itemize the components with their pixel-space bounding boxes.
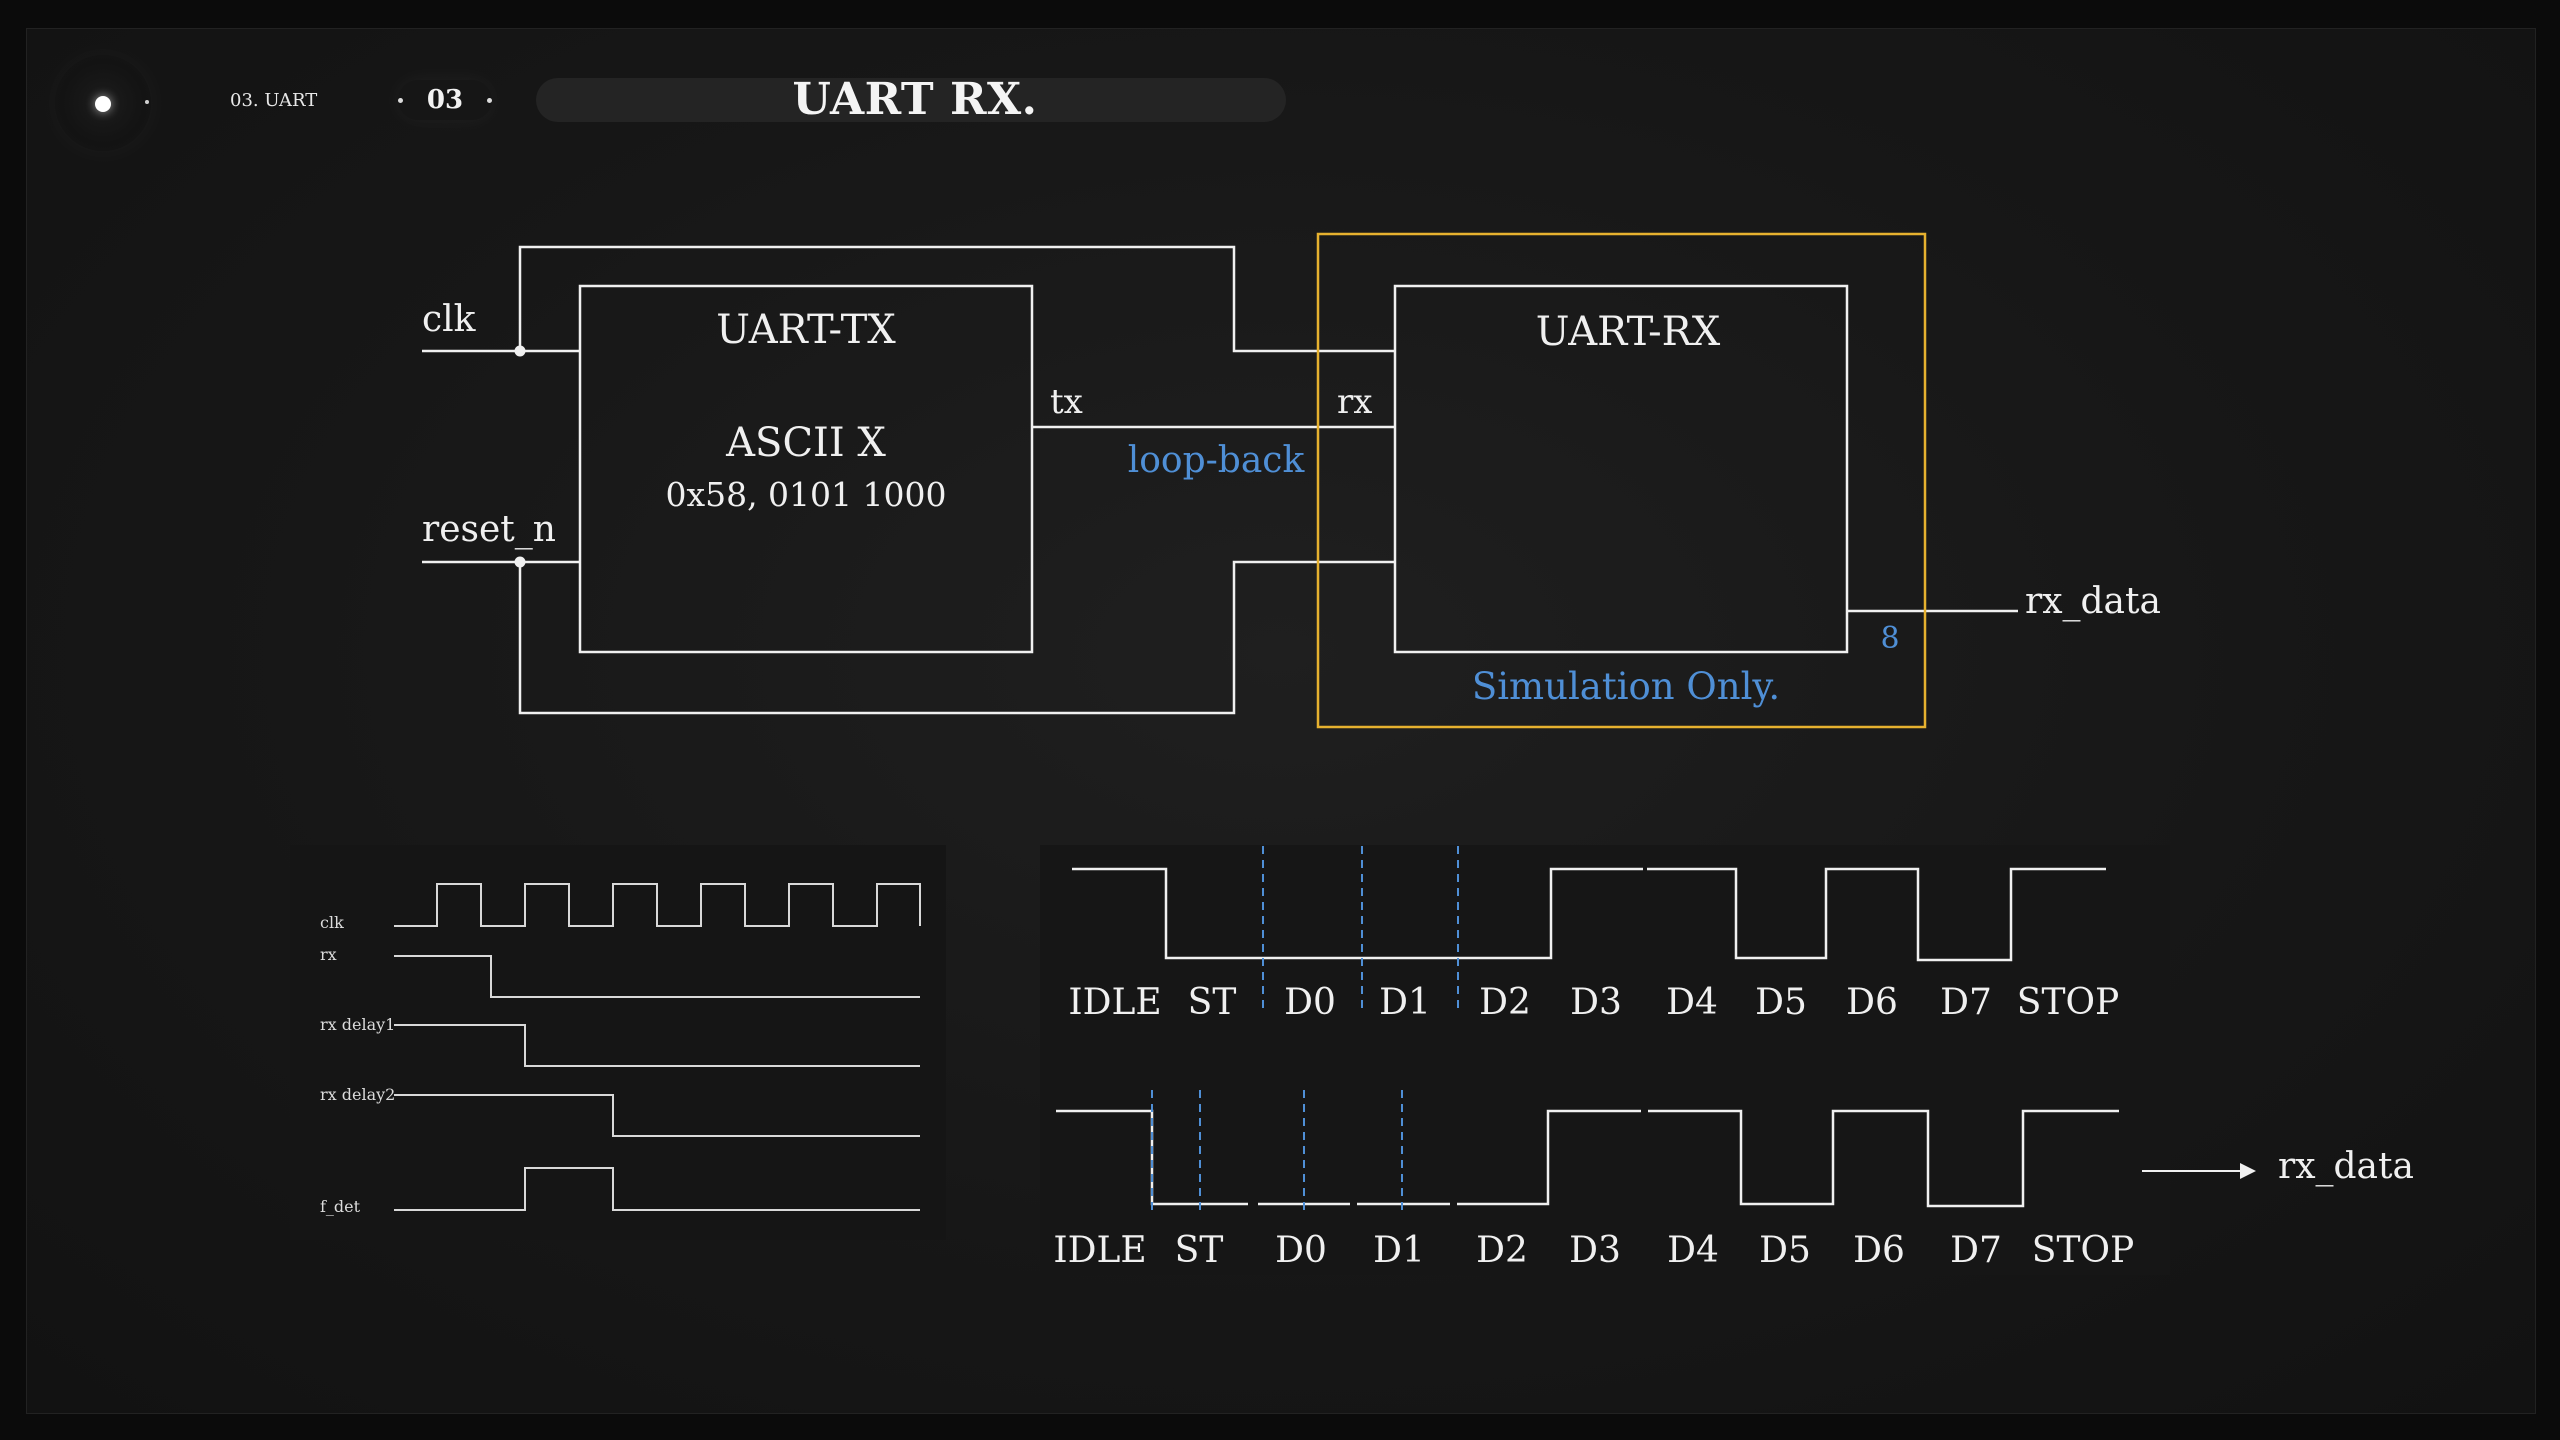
frame-label: ST [1175, 1230, 1224, 1271]
simulation-label: Simulation Only. [1472, 665, 1780, 708]
frame-label: D3 [1569, 1230, 1621, 1271]
tx-port-label: tx [1050, 382, 1083, 422]
bottom-frame-wave [1056, 1109, 2119, 1208]
simulation-box [1316, 232, 1927, 729]
logo-satellite [145, 100, 149, 104]
header: 03. UART 03 UART RX. [0, 0, 2560, 160]
frame-label: D2 [1476, 1230, 1528, 1271]
bottom-wave-segment [1648, 1109, 2119, 1208]
frame-label: IDLE [1053, 1230, 1146, 1271]
timing-signal-label: f_det [320, 1197, 361, 1216]
uart-rx-block [1393, 284, 1849, 654]
timing-panel [290, 845, 946, 1240]
rx-block-title: UART-RX [1536, 309, 1721, 355]
timing-signal-label: rx delay1 [320, 1015, 395, 1034]
frame-label: D3 [1570, 982, 1622, 1023]
timing-labels: clk rx rx delay1 rx delay2 f_det [320, 913, 395, 1216]
logo-core [95, 96, 111, 112]
clk-waveform [394, 883, 921, 927]
reset-label: reset_n [422, 509, 556, 550]
frame-label: D5 [1755, 982, 1807, 1023]
tx-block-title: UART-TX [716, 307, 896, 353]
reset-route-wire [518, 560, 1395, 715]
timing-signal-label: clk [320, 913, 344, 932]
bottom-wave-segment [1457, 1109, 1641, 1206]
reset-junction [514, 556, 526, 568]
logo-icon[interactable] [55, 55, 151, 151]
rx-delay1-waveform [394, 1024, 920, 1067]
frame-label: D1 [1373, 1230, 1425, 1271]
frame-label: D0 [1284, 982, 1336, 1023]
bottom-frame-labels: IDLE ST D0 D1 D2 D3 D4 D5 D6 D7 STOP [1053, 1230, 2134, 1271]
frame-label: D1 [1379, 982, 1431, 1023]
frame-label: D5 [1759, 1230, 1811, 1271]
clk-label: clk [422, 299, 477, 340]
rx-delay2-waveform [394, 1094, 920, 1137]
dot-icon [398, 98, 403, 103]
page-number-badge[interactable]: 03 [398, 80, 492, 120]
rx-data-label: rx_data [2025, 581, 2161, 622]
timing-waves [394, 883, 921, 1211]
frame-label: ST [1188, 982, 1237, 1023]
top-wave-segment [1072, 867, 1643, 960]
uart-tx-block [578, 284, 1034, 654]
f-det-waveform [394, 1167, 920, 1211]
frame-label: D7 [1950, 1230, 2002, 1271]
top-wave-segment [1647, 867, 2106, 962]
frame-label: D0 [1275, 1230, 1327, 1271]
block-diagram [422, 245, 2018, 715]
dot-icon [487, 98, 492, 103]
frame-label: STOP [2032, 1230, 2134, 1271]
frame-label: D7 [1940, 982, 1992, 1023]
block-labels: clk reset_n UART-TX ASCII X 0x58, 0101 1… [422, 299, 2161, 708]
page-title: UART RX. [792, 74, 1038, 125]
frame-label: D6 [1846, 982, 1898, 1023]
arrow-right-icon [2240, 1163, 2256, 1179]
rx-waveform [394, 955, 920, 998]
clk-junction [514, 345, 526, 357]
frame-label: D4 [1667, 1230, 1719, 1271]
top-frame-labels: IDLE ST D0 D1 D2 D3 D4 D5 D6 D7 STOP [1068, 982, 2119, 1023]
breadcrumb[interactable]: 03. UART [230, 90, 318, 111]
clk-route-wire [518, 245, 1395, 353]
title-bar [536, 78, 1286, 122]
bus-width-label: 8 [1880, 621, 1899, 656]
frame-label: D6 [1853, 1230, 1905, 1271]
frame-label: D2 [1479, 982, 1531, 1023]
loopback-label: loop-back [1128, 440, 1306, 481]
bottom-sample-markers [1151, 1090, 1403, 1216]
tx-encoding: 0x58, 0101 1000 [665, 475, 946, 514]
timing-signal-label: rx delay2 [320, 1085, 395, 1104]
frame-label: STOP [2017, 982, 2119, 1023]
frame-label: IDLE [1068, 982, 1161, 1023]
top-frame-wave [1072, 867, 2106, 962]
output-rx-data-label: rx_data [2278, 1146, 2414, 1187]
page-number: 03 [426, 85, 464, 115]
frame-label: D4 [1666, 982, 1718, 1023]
tx-payload: ASCII X [725, 420, 886, 466]
rx-port-label: rx [1337, 382, 1372, 422]
timing-signal-label: rx [320, 945, 337, 964]
